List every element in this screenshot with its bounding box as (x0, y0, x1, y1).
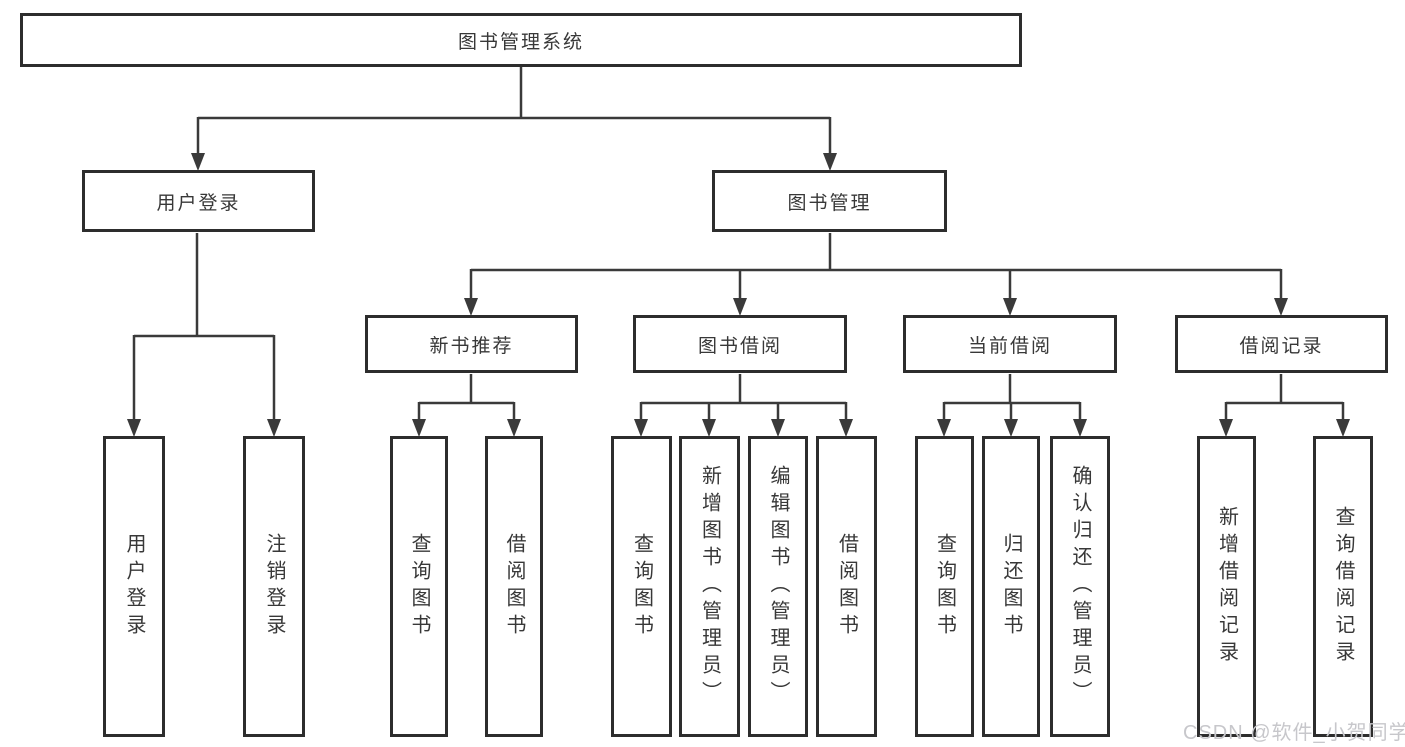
leaf-label: 查询借阅记录 (1332, 505, 1354, 668)
leaf-label: 归还图书 (1000, 532, 1022, 641)
arrowhead-icon (634, 419, 648, 437)
arrowhead-icon (127, 419, 141, 437)
node-book-management-branch: 图书管理 (712, 170, 947, 232)
node-current-borrow: 当前借阅 (903, 315, 1117, 373)
leaf-query-borrow-record: 查询借阅记录 (1313, 436, 1373, 737)
leaf-label: 查询图书 (933, 532, 956, 641)
leaf-label: 用户登录 (123, 532, 145, 641)
node-book-borrow: 图书借阅 (633, 315, 847, 373)
csdn-watermark: CSDN @软件_小贺同学 (1183, 722, 1405, 744)
fan-book-borrow (634, 374, 853, 437)
arrowhead-icon (702, 419, 716, 437)
leaf-label: 借阅图书 (503, 532, 525, 641)
leaf-label: 借阅图书 (835, 532, 858, 641)
node-user-login-branch: 用户登录 (82, 170, 315, 232)
fan-root (191, 67, 837, 171)
leaf-label: 新增图书（管理员） (698, 465, 721, 708)
node-borrow-record: 借阅记录 (1175, 315, 1388, 373)
fan-new-book-recommend (412, 374, 521, 437)
leaf-query-books-3: 查询图书 (915, 436, 974, 737)
leaf-label: 查询图书 (630, 532, 653, 641)
arrowhead-icon (937, 419, 951, 437)
arrowhead-icon (1336, 419, 1350, 437)
arrowhead-icon (1274, 298, 1288, 316)
node-new-book-recommend: 新书推荐 (365, 315, 578, 373)
leaf-query-books-1: 查询图书 (390, 436, 448, 737)
fan-current-borrow (937, 374, 1087, 437)
arrowhead-icon (771, 419, 785, 437)
arrowhead-icon (1003, 298, 1017, 316)
leaf-label: 查询图书 (408, 532, 430, 641)
fan-user-login (127, 233, 281, 437)
leaf-label: 编辑图书（管理员） (767, 465, 789, 708)
leaf-borrow-books-2: 借阅图书 (816, 436, 877, 737)
leaf-add-borrow-record: 新增借阅记录 (1197, 436, 1256, 737)
arrowhead-icon (1073, 419, 1087, 437)
arrowhead-icon (464, 298, 478, 316)
leaf-query-books-2: 查询图书 (611, 436, 672, 737)
leaf-label: 确认归还（管理员） (1069, 465, 1091, 708)
leaf-label: 注销登录 (263, 532, 285, 641)
fan-book-management (464, 233, 1288, 316)
leaf-return-books: 归还图书 (982, 436, 1040, 737)
arrowhead-icon (839, 419, 853, 437)
arrowhead-icon (823, 153, 837, 171)
leaf-logout: 注销登录 (243, 436, 305, 737)
arrowhead-icon (267, 419, 281, 437)
arrowhead-icon (733, 298, 747, 316)
fan-borrow-record (1219, 374, 1350, 437)
arrowhead-icon (191, 153, 205, 171)
node-book-management-system: 图书管理系统 (20, 13, 1022, 67)
arrowhead-icon (412, 419, 426, 437)
leaf-edit-books-admin: 编辑图书（管理员） (748, 436, 808, 737)
leaf-label: 新增借阅记录 (1215, 505, 1238, 668)
arrowhead-icon (1219, 419, 1233, 437)
arrowhead-icon (507, 419, 521, 437)
leaf-confirm-return-admin: 确认归还（管理员） (1050, 436, 1110, 737)
leaf-add-books-admin: 新增图书（管理员） (679, 436, 740, 737)
arrowhead-icon (1004, 419, 1018, 437)
leaf-borrow-books-1: 借阅图书 (485, 436, 543, 737)
leaf-user-login: 用户登录 (103, 436, 165, 737)
